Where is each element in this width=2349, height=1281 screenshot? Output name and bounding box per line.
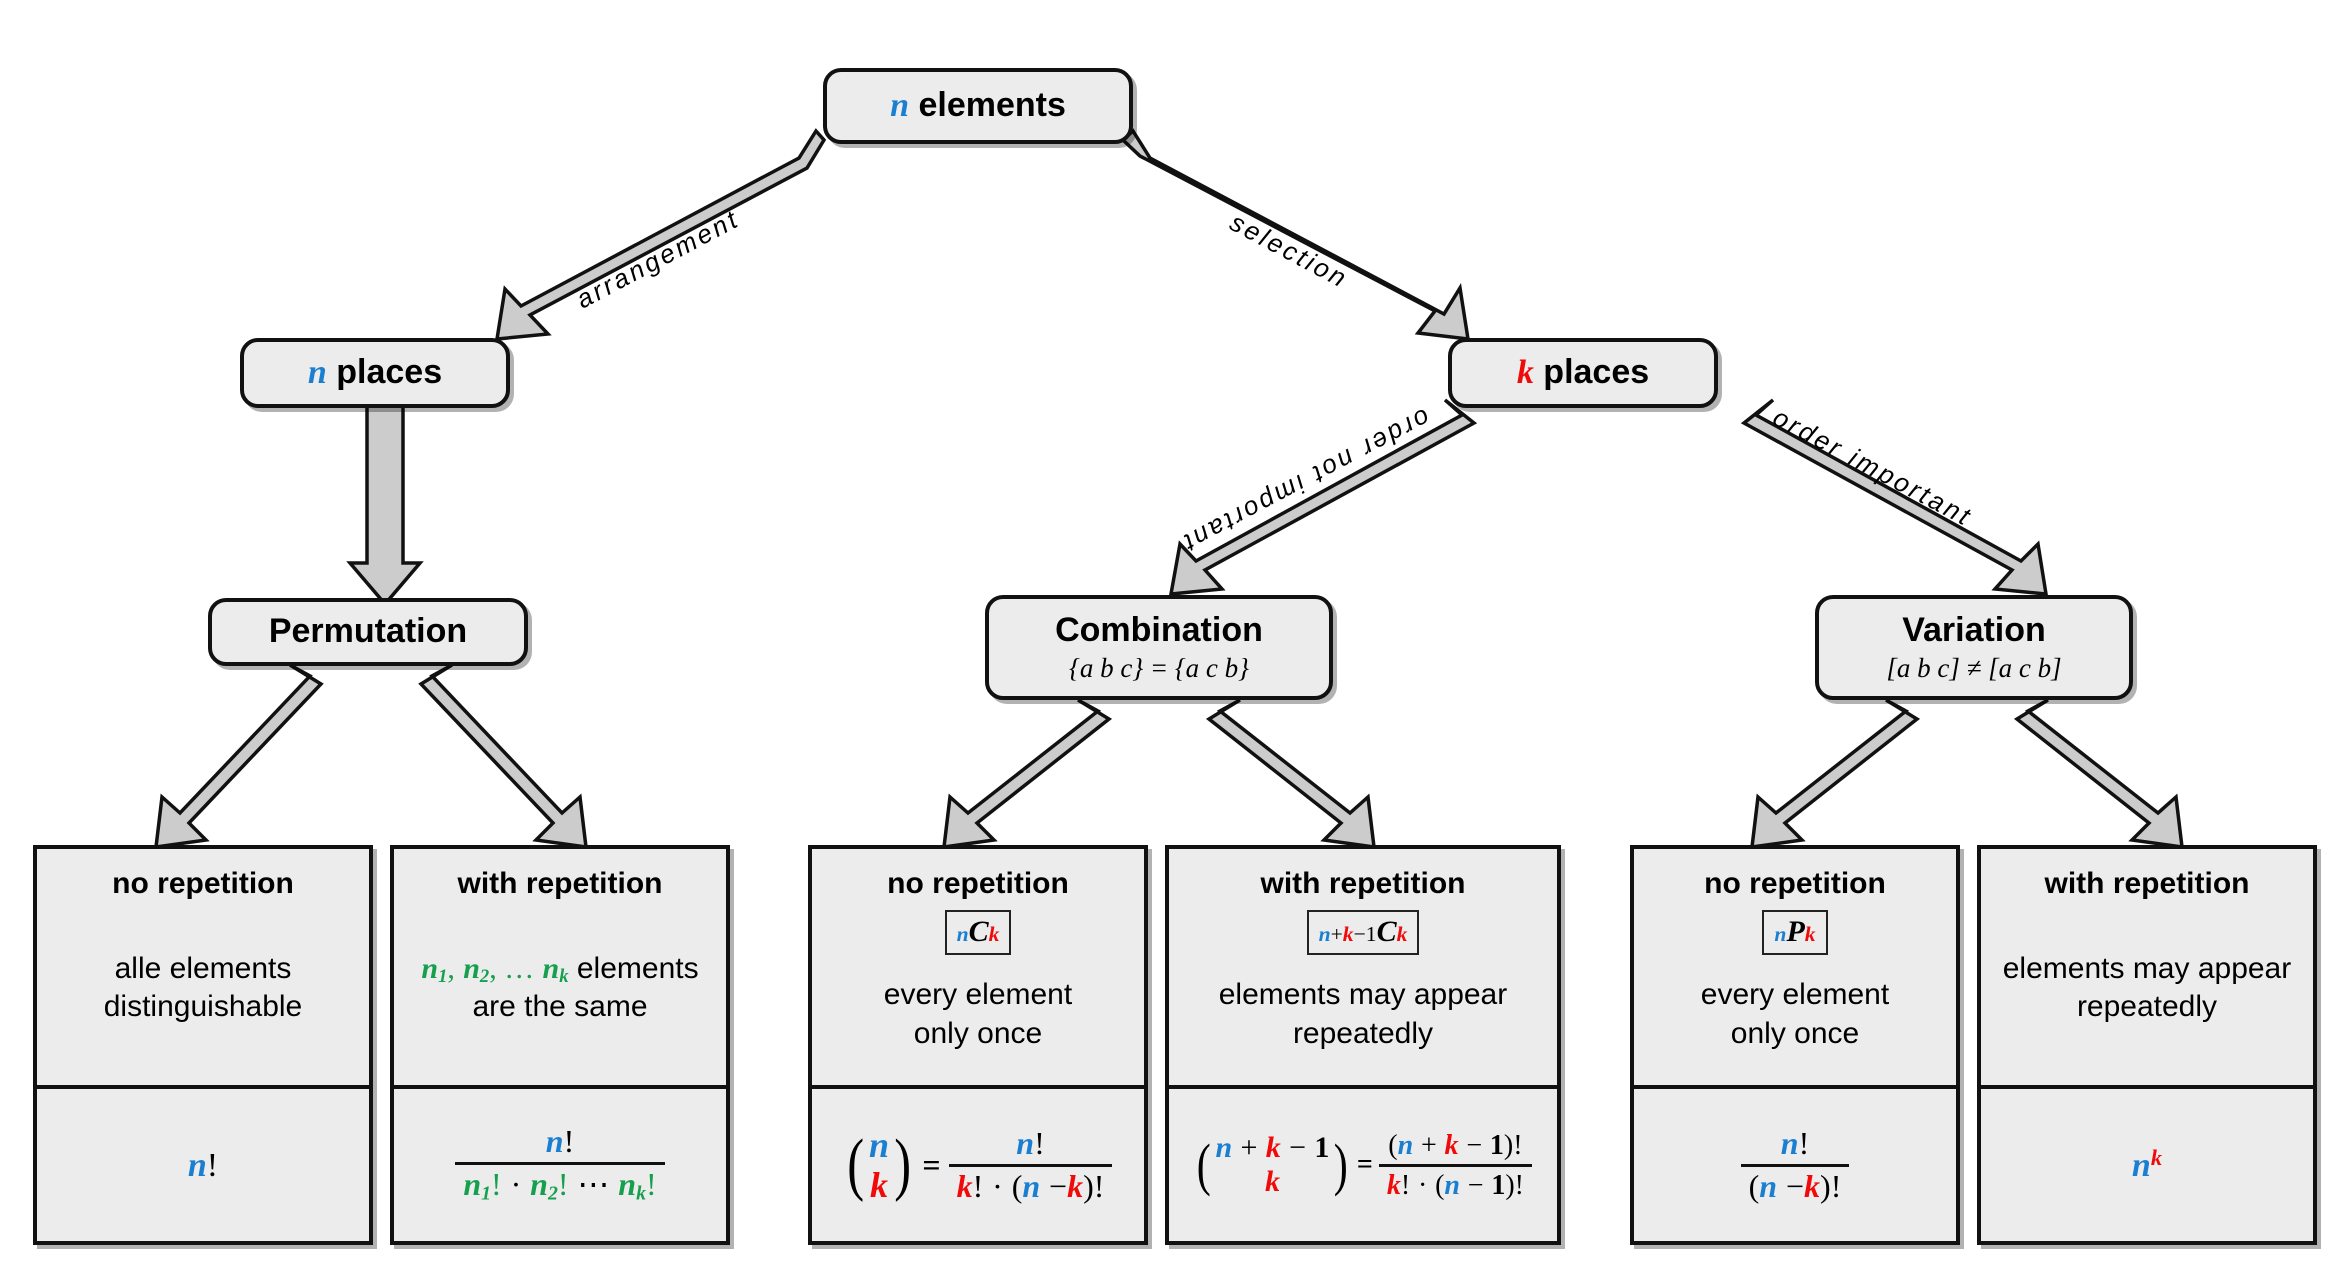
edge-label-order-not-important: order not important: [1176, 402, 1436, 560]
leaf-formula: ( n + k − 1 k ) = (n + k − 1)! k!: [1194, 1130, 1532, 1200]
node-combination-title: Combination: [1055, 610, 1263, 649]
leaf-divider: [37, 1085, 369, 1089]
leaf-heading: no repetition: [1704, 867, 1886, 900]
variable-n: n: [890, 87, 910, 125]
leaf-notation-nCk: nCk: [944, 909, 1012, 955]
node-variation-title: Variation: [1902, 610, 2046, 649]
leaf-heading: with repetition: [2044, 867, 2250, 900]
leaf-divider: [812, 1085, 1144, 1089]
leaf-formula: n! (n −k)!: [1740, 1126, 1850, 1204]
leaf-formula: n!: [187, 1146, 219, 1184]
node-permutation-title: Permutation: [268, 612, 468, 651]
leaf-notation-nPk: nPk: [1762, 909, 1828, 955]
arrow-variation-to-leaf5: [1749, 698, 1921, 850]
arrow-root-to-n-places: [494, 128, 827, 341]
edge-label-order-important: order important: [1768, 401, 1978, 533]
node-permutation[interactable]: Permutation: [208, 598, 528, 666]
leaf-description: every element only once: [883, 978, 1073, 1050]
leaf-combination-with-repetition[interactable]: with repetition n+k−1Ck elements may app…: [1165, 845, 1561, 1245]
leaf-variation-with-repetition[interactable]: with repetition elements may appear repe…: [1977, 845, 2317, 1245]
node-n-elements-label: n elements: [890, 86, 1066, 125]
leaf-divider: [1169, 1085, 1557, 1089]
variable-k: k: [1516, 354, 1534, 392]
node-n-places[interactable]: n places: [240, 338, 510, 408]
arrow-combination-to-leaf4: [1205, 698, 1377, 850]
leaf-description: elements may appear repeatedly: [1218, 978, 1508, 1050]
arrow-combination-to-leaf3: [941, 698, 1113, 850]
leaf-heading: no repetition: [887, 867, 1069, 900]
arrow-permutation-to-leaf2: [418, 663, 589, 850]
node-variation-subtitle: [a b c] ≠ [a c b]: [1886, 652, 2062, 683]
leaf-divider: [1981, 1085, 2313, 1089]
arrow-n-places-to-permutation: [346, 398, 424, 607]
leaf-permutation-no-repetition[interactable]: no repetition alle elements distinguisha…: [33, 845, 373, 1245]
leaf-variation-no-repetition[interactable]: no repetition nPk every element only onc…: [1630, 845, 1960, 1245]
edge-label-arrangement: arrangement: [571, 203, 745, 315]
leaf-heading: with repetition: [1260, 867, 1466, 900]
node-k-places[interactable]: k places: [1448, 338, 1718, 408]
edge-label-selection: selection: [1225, 206, 1354, 295]
leaf-formula: n! n1! · n2! ⋯ nk!: [455, 1124, 665, 1204]
leaf-notation-npluskminus1Ck: n+k−1Ck: [1306, 909, 1420, 955]
leaf-description: alle elements distinguishable: [103, 951, 303, 1024]
node-combination[interactable]: Combination {a b c} = {a c b}: [985, 595, 1333, 700]
leaf-description: elements may appear repeatedly: [2002, 951, 2292, 1024]
arrow-variation-to-leaf6: [2013, 698, 2185, 850]
leaf-heading: no repetition: [112, 867, 294, 900]
leaf-heading: with repetition: [457, 867, 663, 900]
leaf-formula: nk: [2131, 1145, 2163, 1184]
arrow-permutation-to-leaf1: [153, 663, 324, 850]
node-n-places-label: n places: [307, 353, 443, 392]
leaf-divider: [1634, 1085, 1956, 1089]
variable-n: n: [307, 354, 327, 392]
node-n-elements[interactable]: n elements: [823, 68, 1133, 144]
node-combination-subtitle: {a b c} = {a c b}: [1069, 652, 1249, 683]
leaf-divider: [394, 1085, 726, 1089]
arrow-root-to-k-places: [1120, 128, 1471, 342]
node-variation[interactable]: Variation [a b c] ≠ [a c b]: [1815, 595, 2133, 700]
leaf-description: every element only once: [1700, 978, 1890, 1050]
leaf-combination-no-repetition[interactable]: no repetition nCk every element only onc…: [808, 845, 1148, 1245]
node-k-places-label: k places: [1516, 353, 1650, 392]
